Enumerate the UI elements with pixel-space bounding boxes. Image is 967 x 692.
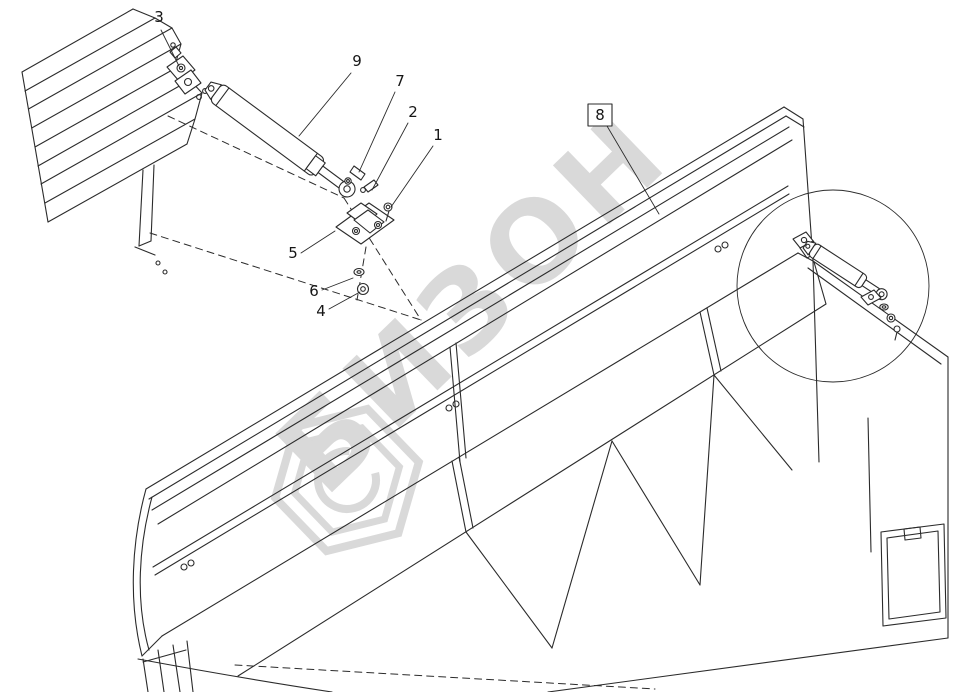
detail-cylinder-assembly <box>802 240 888 301</box>
hexagon-inner <box>290 423 404 537</box>
slot-marks <box>180 241 729 571</box>
callout-9: 9 <box>298 52 362 137</box>
leader-line <box>390 145 434 208</box>
callout-5: 5 <box>288 230 336 262</box>
leader-line <box>160 29 180 67</box>
callout-label: 6 <box>309 282 319 300</box>
leader-line <box>300 230 336 254</box>
callout-6: 6 <box>309 277 354 300</box>
main-body <box>132 106 949 692</box>
rod-eye <box>338 180 356 198</box>
washer <box>353 267 365 277</box>
callout-label: 3 <box>154 8 164 26</box>
hydraulic-cylinder <box>204 81 356 198</box>
callout-label: 9 <box>352 52 362 70</box>
callout-label: 7 <box>395 72 405 90</box>
callout-2: 2 <box>371 103 418 191</box>
callout-1: 1 <box>390 126 443 208</box>
leader-line <box>328 291 361 310</box>
leader-line <box>321 277 354 291</box>
mounting-bracket <box>335 179 395 245</box>
callouts: 3 9 7 2 1 5 6 4 <box>154 8 660 320</box>
leader-line <box>371 122 409 191</box>
leader-line <box>298 72 352 137</box>
access-door <box>867 417 947 627</box>
upper-wall-panel <box>21 8 208 275</box>
callout-8: 8 <box>587 103 660 215</box>
detail-circle <box>736 189 930 383</box>
bracket-pin <box>360 179 379 193</box>
callout-7: 7 <box>358 72 405 173</box>
hexagon-outer <box>270 404 424 556</box>
callout-label: 5 <box>288 244 298 262</box>
callout-box <box>587 103 613 127</box>
callout-label: 2 <box>408 103 418 121</box>
bolt <box>383 202 393 222</box>
callout-3: 3 <box>154 8 180 67</box>
callout-label: 1 <box>433 126 443 144</box>
callout-4: 4 <box>316 291 361 320</box>
panel-hinge-tab <box>134 164 168 275</box>
leader-line <box>606 125 660 215</box>
cylinder-pin <box>344 165 366 185</box>
panel-hinge-bracket <box>166 42 208 100</box>
leader-line <box>358 91 396 173</box>
callout-label: 8 <box>595 106 605 124</box>
callout-label: 4 <box>316 302 326 320</box>
detail-small-parts <box>860 289 901 341</box>
